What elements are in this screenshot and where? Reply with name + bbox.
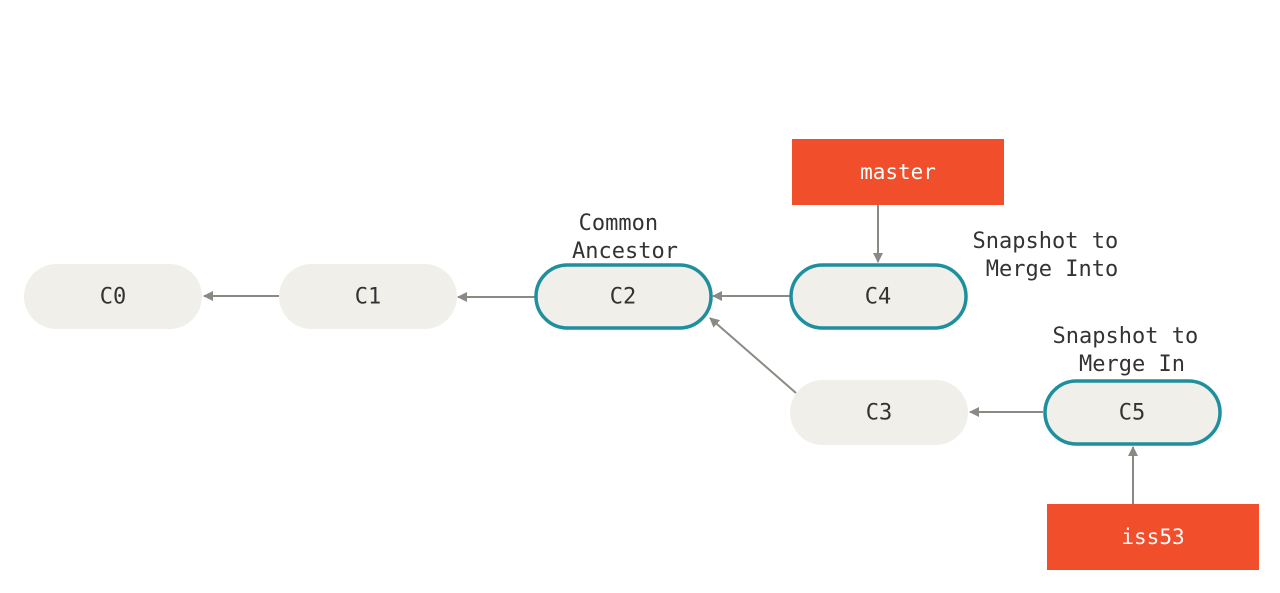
annotation-line: Merge In bbox=[1079, 352, 1185, 377]
arrows bbox=[203, 205, 1138, 504]
annotation-line: Snapshot to bbox=[973, 229, 1119, 254]
commit-label: C4 bbox=[865, 285, 892, 310]
commit-label: C1 bbox=[355, 285, 382, 310]
annotation-line: Snapshot to bbox=[1053, 324, 1199, 349]
commit-label: C3 bbox=[866, 401, 893, 426]
annotation-line: Ancestor bbox=[572, 239, 678, 264]
branch-master: master bbox=[792, 139, 1004, 205]
commit-c5: C5 bbox=[1043, 379, 1222, 446]
annotations: Common Ancestor Snapshot to Merge Into S… bbox=[572, 211, 1212, 377]
annotation-merge-into: Snapshot to Merge Into bbox=[973, 229, 1132, 282]
branches: master iss53 bbox=[792, 139, 1259, 570]
branch-label: iss53 bbox=[1121, 525, 1184, 549]
annotation-merge-in: Snapshot to Merge In bbox=[1053, 324, 1212, 377]
arrow-c3-to-c2 bbox=[709, 317, 797, 394]
annotation-line: Merge Into bbox=[986, 257, 1118, 282]
annotation-common-ancestor: Common Ancestor bbox=[572, 211, 678, 264]
branch-iss53: iss53 bbox=[1047, 504, 1259, 570]
commit-c3: C3 bbox=[790, 380, 968, 445]
commits: C0 C1 C2 C4 C3 C5 bbox=[24, 263, 1222, 446]
commit-c4: C4 bbox=[789, 263, 968, 330]
commit-c1: C1 bbox=[279, 264, 457, 329]
commit-label: C0 bbox=[100, 285, 127, 310]
branch-label: master bbox=[860, 160, 936, 184]
annotation-line: Common bbox=[579, 211, 658, 236]
commit-c2: C2 bbox=[534, 263, 713, 330]
commit-label: C5 bbox=[1119, 401, 1146, 426]
commit-c0: C0 bbox=[24, 264, 202, 329]
commit-label: C2 bbox=[610, 285, 637, 310]
